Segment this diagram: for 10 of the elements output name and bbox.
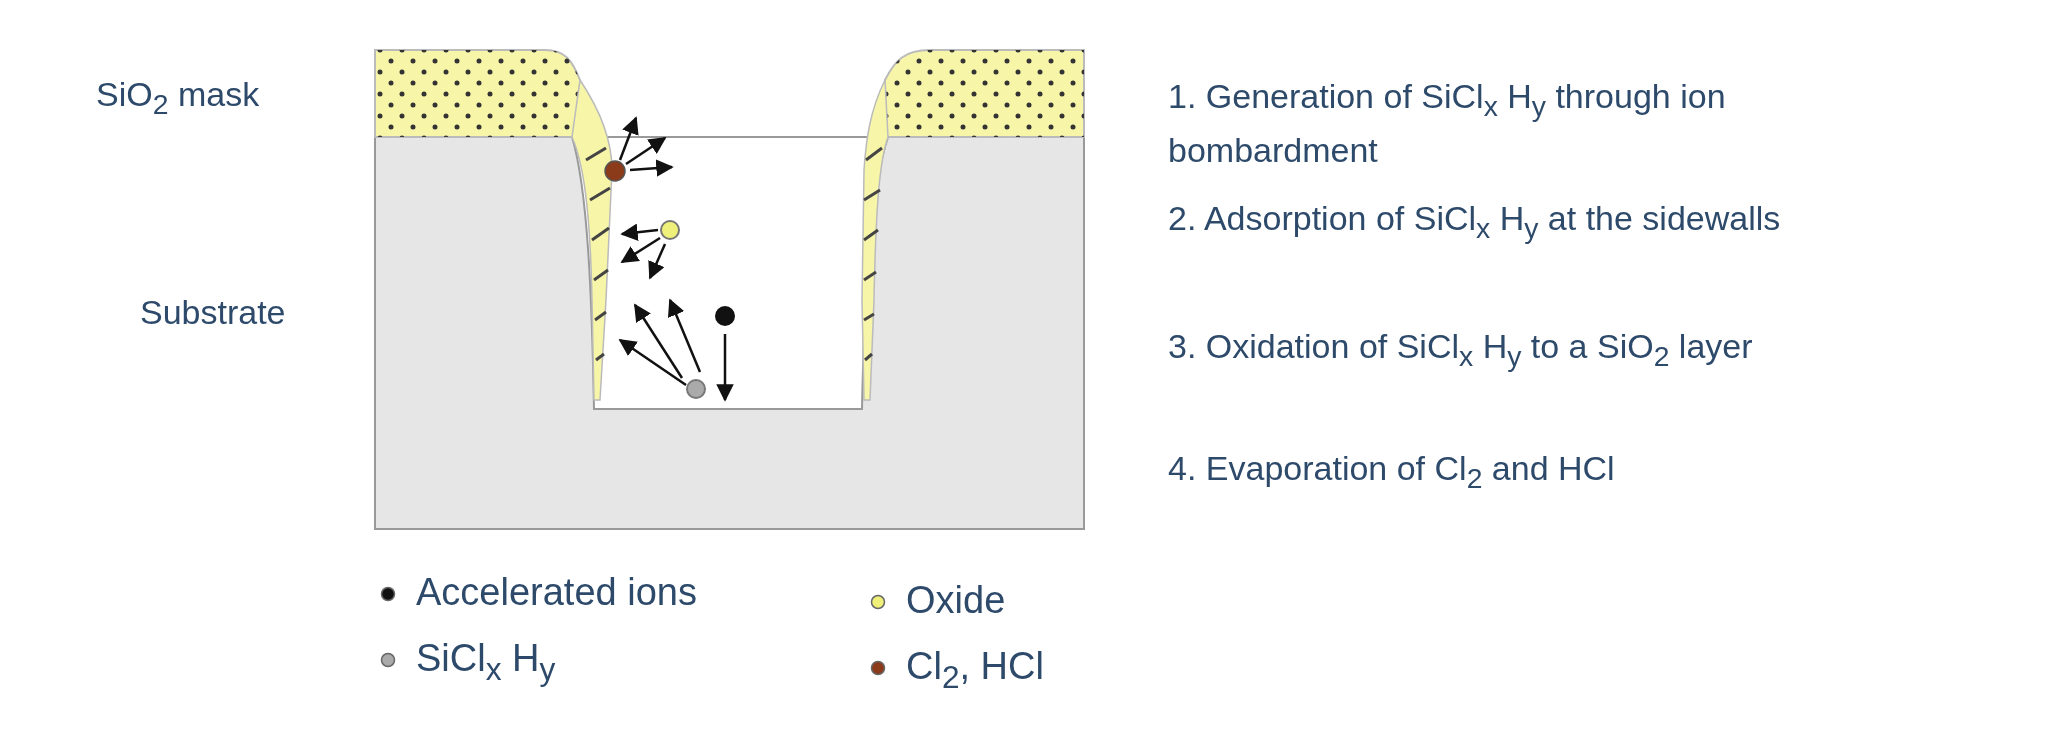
layer-label: SiO$_{2}$ mask [96,74,260,122]
step-text: 1. Generation of SiCl$_{x}$ H$_{y}$ through ion bombardment [1168,76,1727,171]
step-text: 2. Adsorption of SiCl$_{x}$ H$_{y}$ at the sidewalls [1168,198,1782,246]
legend-label: SiCl$_{x}$ H$_{y}$ [416,636,556,689]
legend-label: Cl$_{2}$, HCl [906,644,1044,697]
step-text: 3. Oxidation of SiCl$_{x}$ H$_{y}$ to a SiO$_{2}$ layer [1168,326,1754,374]
step-text: 4. Evaporation of Cl$_{2}$ and HCl [1168,448,1616,496]
legend-label: Accelerated ions [416,570,697,614]
legend-label: Oxide [906,578,1006,622]
layer-label: Substrate [140,292,286,333]
